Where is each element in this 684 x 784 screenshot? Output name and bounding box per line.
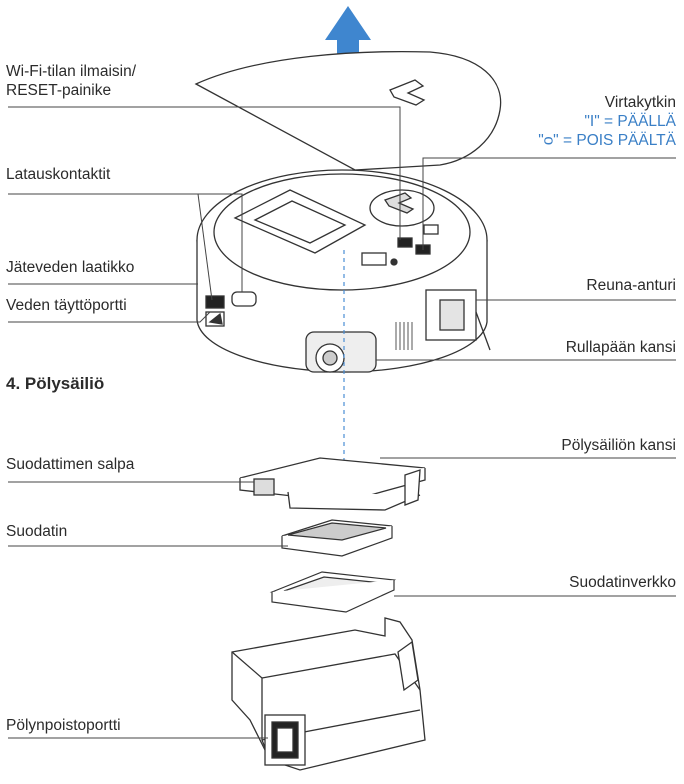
filter-label: Suodatin <box>6 523 68 540</box>
power-off-label: "ᴑ" = POIS PÄÄLTÄ <box>538 132 676 149</box>
power-switch-label: Virtakytkin "I" = PÄÄLLÄ "ᴑ" = POIS PÄÄL… <box>538 93 676 150</box>
dust-bin-lid <box>239 457 426 511</box>
waste-water-tank-label: Jäteveden laatikko <box>6 259 135 276</box>
wifi-indicator-label-line1: Wi-Fi-tilan ilmaisin/ <box>6 63 137 80</box>
top-cover <box>194 50 502 171</box>
dust-bin-body <box>231 617 426 771</box>
power-on-label: "I" = PÄÄLLÄ <box>584 113 676 130</box>
filter <box>281 519 393 557</box>
water-fill-port-label: Veden täyttöportti <box>6 297 127 314</box>
dust-bin-lid-label: Pölysäiliön kansi <box>561 437 676 454</box>
wifi-indicator-label-line2: RESET-painike <box>6 82 112 99</box>
roller-cover-label: Rullapään kansi <box>565 339 676 356</box>
edge-sensor-label: Reuna-anturi <box>586 277 676 294</box>
dust-outlet-port-label: Pölynpoistoportti <box>6 717 121 734</box>
leader-lines <box>8 106 676 739</box>
filter-latch-label: Suodattimen salpa <box>6 456 135 473</box>
filter-mesh <box>269 571 397 613</box>
wifi-indicator-label: Wi-Fi-tilan ilmaisin/ RESET-painike <box>6 62 136 100</box>
section-title: 4. Pölysäiliö <box>6 374 105 393</box>
charging-contacts-label: Latauskontaktit <box>6 166 111 183</box>
filter-mesh-label: Suodatinverkko <box>569 574 676 591</box>
power-switch-title: Virtakytkin <box>604 94 676 111</box>
robot-body <box>196 169 491 373</box>
